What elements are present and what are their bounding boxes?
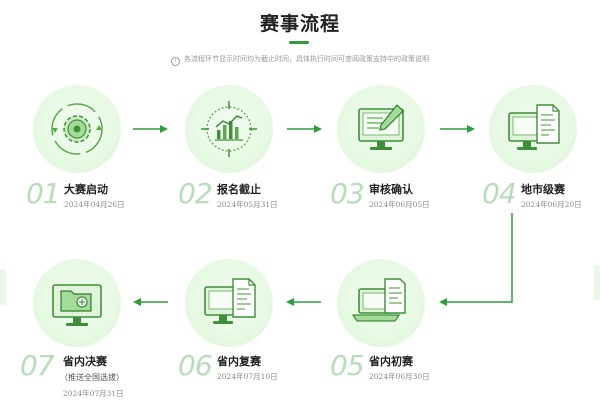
note-text: 各流程环节显示时间均为截止时间，具体执行时间可查阅政策支持中的政策说明 xyxy=(184,55,429,63)
arrow-04-05 xyxy=(439,213,513,306)
step-03-number: 03 xyxy=(330,177,365,210)
laptop-document-icon xyxy=(351,278,406,322)
step-02-number: 02 xyxy=(178,177,213,210)
title-underline xyxy=(289,41,309,44)
step-01-circle xyxy=(33,85,121,173)
page-title: 赛事流程 xyxy=(259,13,340,35)
step-05-date: 2024年06月30日 xyxy=(369,372,430,381)
monitor-document-icon xyxy=(204,278,256,324)
step-02-date: 2024年05月31日 xyxy=(217,200,278,209)
step-04-circle xyxy=(489,85,577,173)
info-icon: i xyxy=(171,57,180,66)
step-06-name: 省内复赛 xyxy=(217,355,261,368)
gear-cycle-icon xyxy=(51,103,103,155)
step-05-number: 05 xyxy=(330,349,365,382)
right-edge-decoration xyxy=(594,265,600,300)
monitor-folder-icon xyxy=(52,284,102,326)
step-05-circle xyxy=(337,259,425,347)
step-01-name: 大赛启动 xyxy=(64,183,108,196)
step-07-name: 省内决赛 xyxy=(63,355,107,368)
step-02-circle xyxy=(185,85,273,173)
step-06-circle xyxy=(185,259,273,347)
step-06-number: 06 xyxy=(178,349,213,382)
step-07-circle xyxy=(33,259,121,347)
timeline-note: i 各流程环节显示时间均为截止时间，具体执行时间可查阅政策支持中的政策说明 xyxy=(0,54,600,66)
step-04-number: 04 xyxy=(482,177,517,210)
step-02-name: 报名截止 xyxy=(217,183,261,196)
monitor-pen-icon xyxy=(358,104,404,150)
step-01-number: 01 xyxy=(26,177,61,210)
step-04-name: 地市级赛 xyxy=(521,183,565,196)
step-05-name: 省内初赛 xyxy=(369,355,413,368)
left-edge-decoration xyxy=(0,270,6,305)
step-07-number: 07 xyxy=(20,349,55,382)
chart-target-icon xyxy=(201,101,257,157)
step-07-subtitle: （推送全国选拔） xyxy=(60,373,124,382)
step-06-date: 2024年07月10日 xyxy=(217,372,278,381)
step-01-date: 2024年04月26日 xyxy=(64,200,125,209)
step-07-date: 2024年07月31日 xyxy=(63,389,124,398)
monitor-document-icon xyxy=(508,104,560,150)
step-03-circle xyxy=(337,85,425,173)
step-04-date: 2024年06月20日 xyxy=(521,200,582,209)
step-03-name: 审核确认 xyxy=(369,183,413,196)
step-03-date: 2024年06月05日 xyxy=(369,200,430,209)
